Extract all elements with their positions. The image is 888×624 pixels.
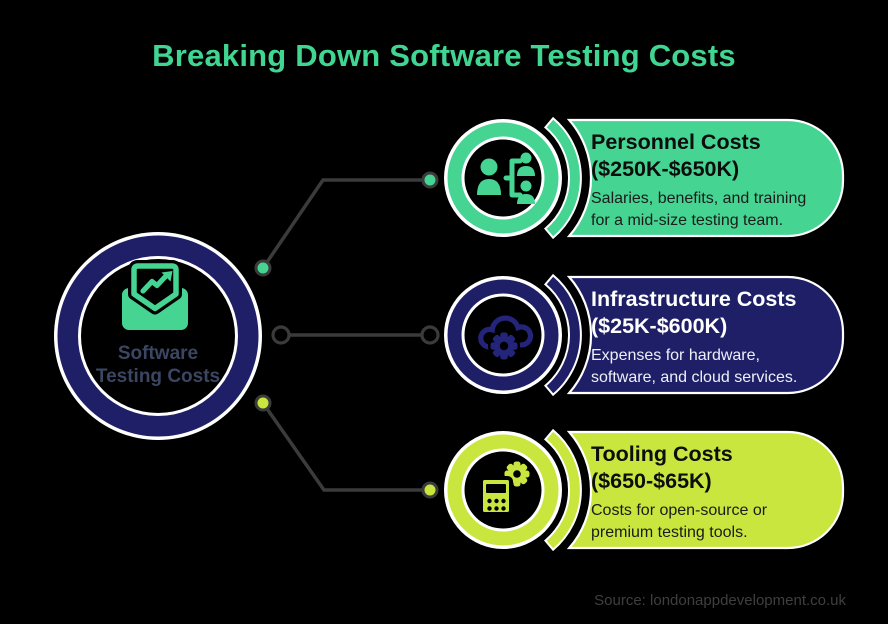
card-infrastructure-body [566, 275, 845, 395]
card-tooling-crescent [543, 428, 582, 552]
connector-top-start-dot [254, 259, 272, 277]
card-personnel-body [566, 118, 845, 238]
card-personnel-range: ($250K-$650K) [591, 157, 740, 181]
cloud-gear-icon [478, 315, 534, 362]
card-infrastructure-text: Infrastructure Costs ($25K-$600K) Expens… [591, 286, 841, 389]
card-infrastructure-description: Expenses for hardware, software, and clo… [591, 345, 841, 389]
card-infrastructure-desc-line2: software, and cloud services. [591, 369, 798, 386]
card-tooling-range: ($650-$65K) [591, 469, 712, 493]
calculator-gear-icon [479, 458, 533, 516]
connector-top-line [261, 178, 430, 269]
badge-personnel-interior [464, 139, 542, 217]
card-tooling-desc-line1: Costs for open-source or [591, 502, 768, 519]
page-title: Breaking Down Software Testing Costs [152, 38, 736, 73]
center-label-line1: Software [117, 343, 199, 364]
team-member-top-body [517, 166, 535, 176]
center-circle-interior [81, 259, 235, 413]
card-personnel-text: Personnel Costs ($250K-$650K) Salaries, … [591, 129, 841, 232]
card-tooling-title: Tooling Costs [591, 442, 733, 466]
connector-middle-start-dot [271, 325, 291, 345]
card-tooling-body [566, 430, 845, 550]
card-personnel-shape [444, 116, 845, 240]
calculator-buttons [487, 498, 506, 511]
connector-top-end-dot [421, 171, 439, 189]
gear [490, 332, 518, 360]
connector-bottom [261, 401, 430, 492]
team-lead-head [480, 158, 498, 176]
calculator-display [486, 484, 506, 493]
connector-top [261, 178, 430, 269]
card-tooling-desc-line2: premium testing tools. [591, 524, 748, 541]
source-attribution: Source: londonappdevelopment.co.uk [594, 592, 846, 609]
card-personnel-crescent [543, 116, 582, 240]
center-label-line2: Testing Costs [95, 365, 221, 387]
card-infrastructure-range: ($25K-$600K) [591, 314, 728, 338]
card-personnel-description: Salaries, benefits, and training for a m… [591, 188, 841, 232]
team-member-bottom-body [517, 194, 535, 204]
trend-arrow-head [161, 271, 173, 282]
card-personnel-desc-line2: for a mid-size testing team. [591, 212, 784, 229]
team-member-top-head [520, 152, 532, 164]
card-personnel-title: Personnel Costs [591, 130, 761, 154]
connector-bottom-start-dot [254, 394, 272, 412]
card-personnel-desc-line1: Salaries, benefits, and training [591, 190, 807, 207]
trend-inbox-icon [122, 260, 188, 330]
gear-hole [499, 341, 509, 351]
card-tooling-description: Costs for open-source or premium testing… [591, 500, 841, 544]
trend-arrow-line [140, 274, 168, 294]
connector-bottom-end-dot [421, 481, 439, 499]
center-node-label: Software Testing Costs [58, 343, 258, 388]
card-infrastructure-crescent [543, 273, 582, 397]
team-bracket [503, 158, 523, 198]
card-infrastructure-desc-line1: Expenses for hardware, [591, 347, 760, 364]
cloud-outline [478, 315, 534, 350]
connector-bottom-line [261, 401, 430, 492]
gear-hole [513, 470, 521, 478]
team-lead-body [477, 179, 501, 195]
team-hierarchy-icon [477, 152, 535, 204]
card-infrastructure-title: Infrastructure Costs [591, 287, 797, 311]
center-circle [54, 232, 262, 440]
card-tooling-text: Tooling Costs ($650-$65K) Costs for open… [591, 441, 841, 544]
connector-middle-end-dot [420, 325, 440, 345]
team-member-bottom-head [520, 180, 532, 192]
